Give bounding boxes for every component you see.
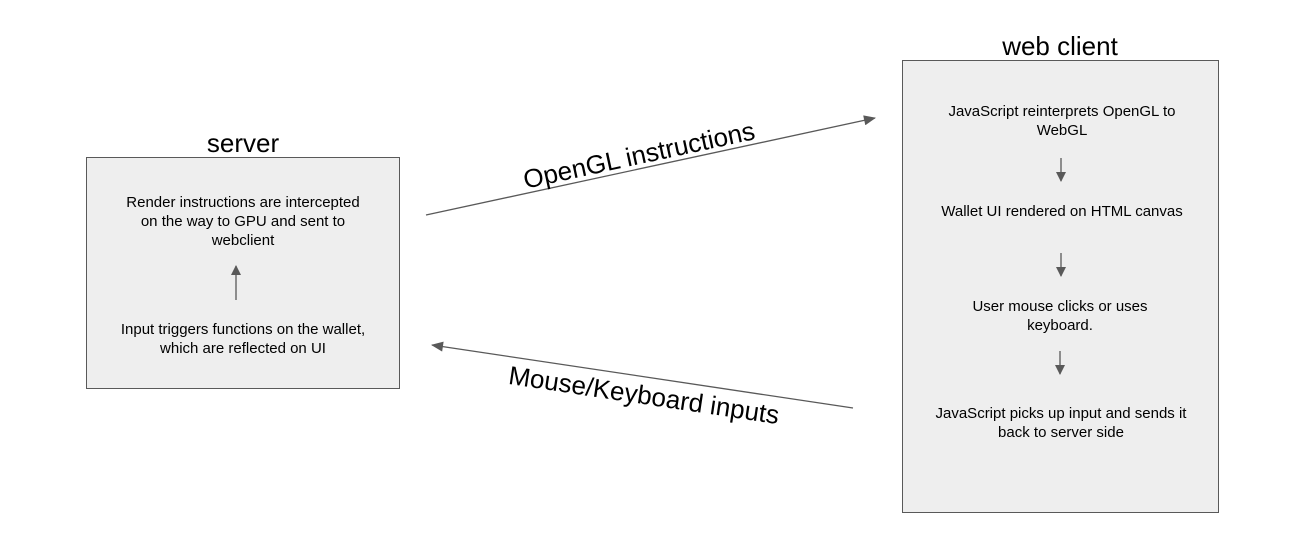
web-client-step-reinterpret: JavaScript reinterprets OpenGL to WebGL	[948, 103, 1176, 139]
web-client-step-user: User mouse clicks or uses keyboard.	[972, 298, 1148, 334]
server-step-input: Input triggers functions on the wallet, …	[120, 321, 366, 357]
input-arrow	[431, 341, 854, 409]
web-client-box	[902, 60, 1219, 513]
web-client-title: web client	[1002, 31, 1118, 61]
server-step-render: Render instructions are intercepted on t…	[126, 194, 360, 249]
web-client-step-render: Wallet UI rendered on HTML canvas	[941, 203, 1183, 220]
opengl-arrow	[425, 115, 876, 216]
web-client-step-send: JavaScript picks up input and sends it b…	[935, 405, 1187, 441]
server-title: server	[206, 128, 280, 158]
server-box	[86, 157, 400, 389]
